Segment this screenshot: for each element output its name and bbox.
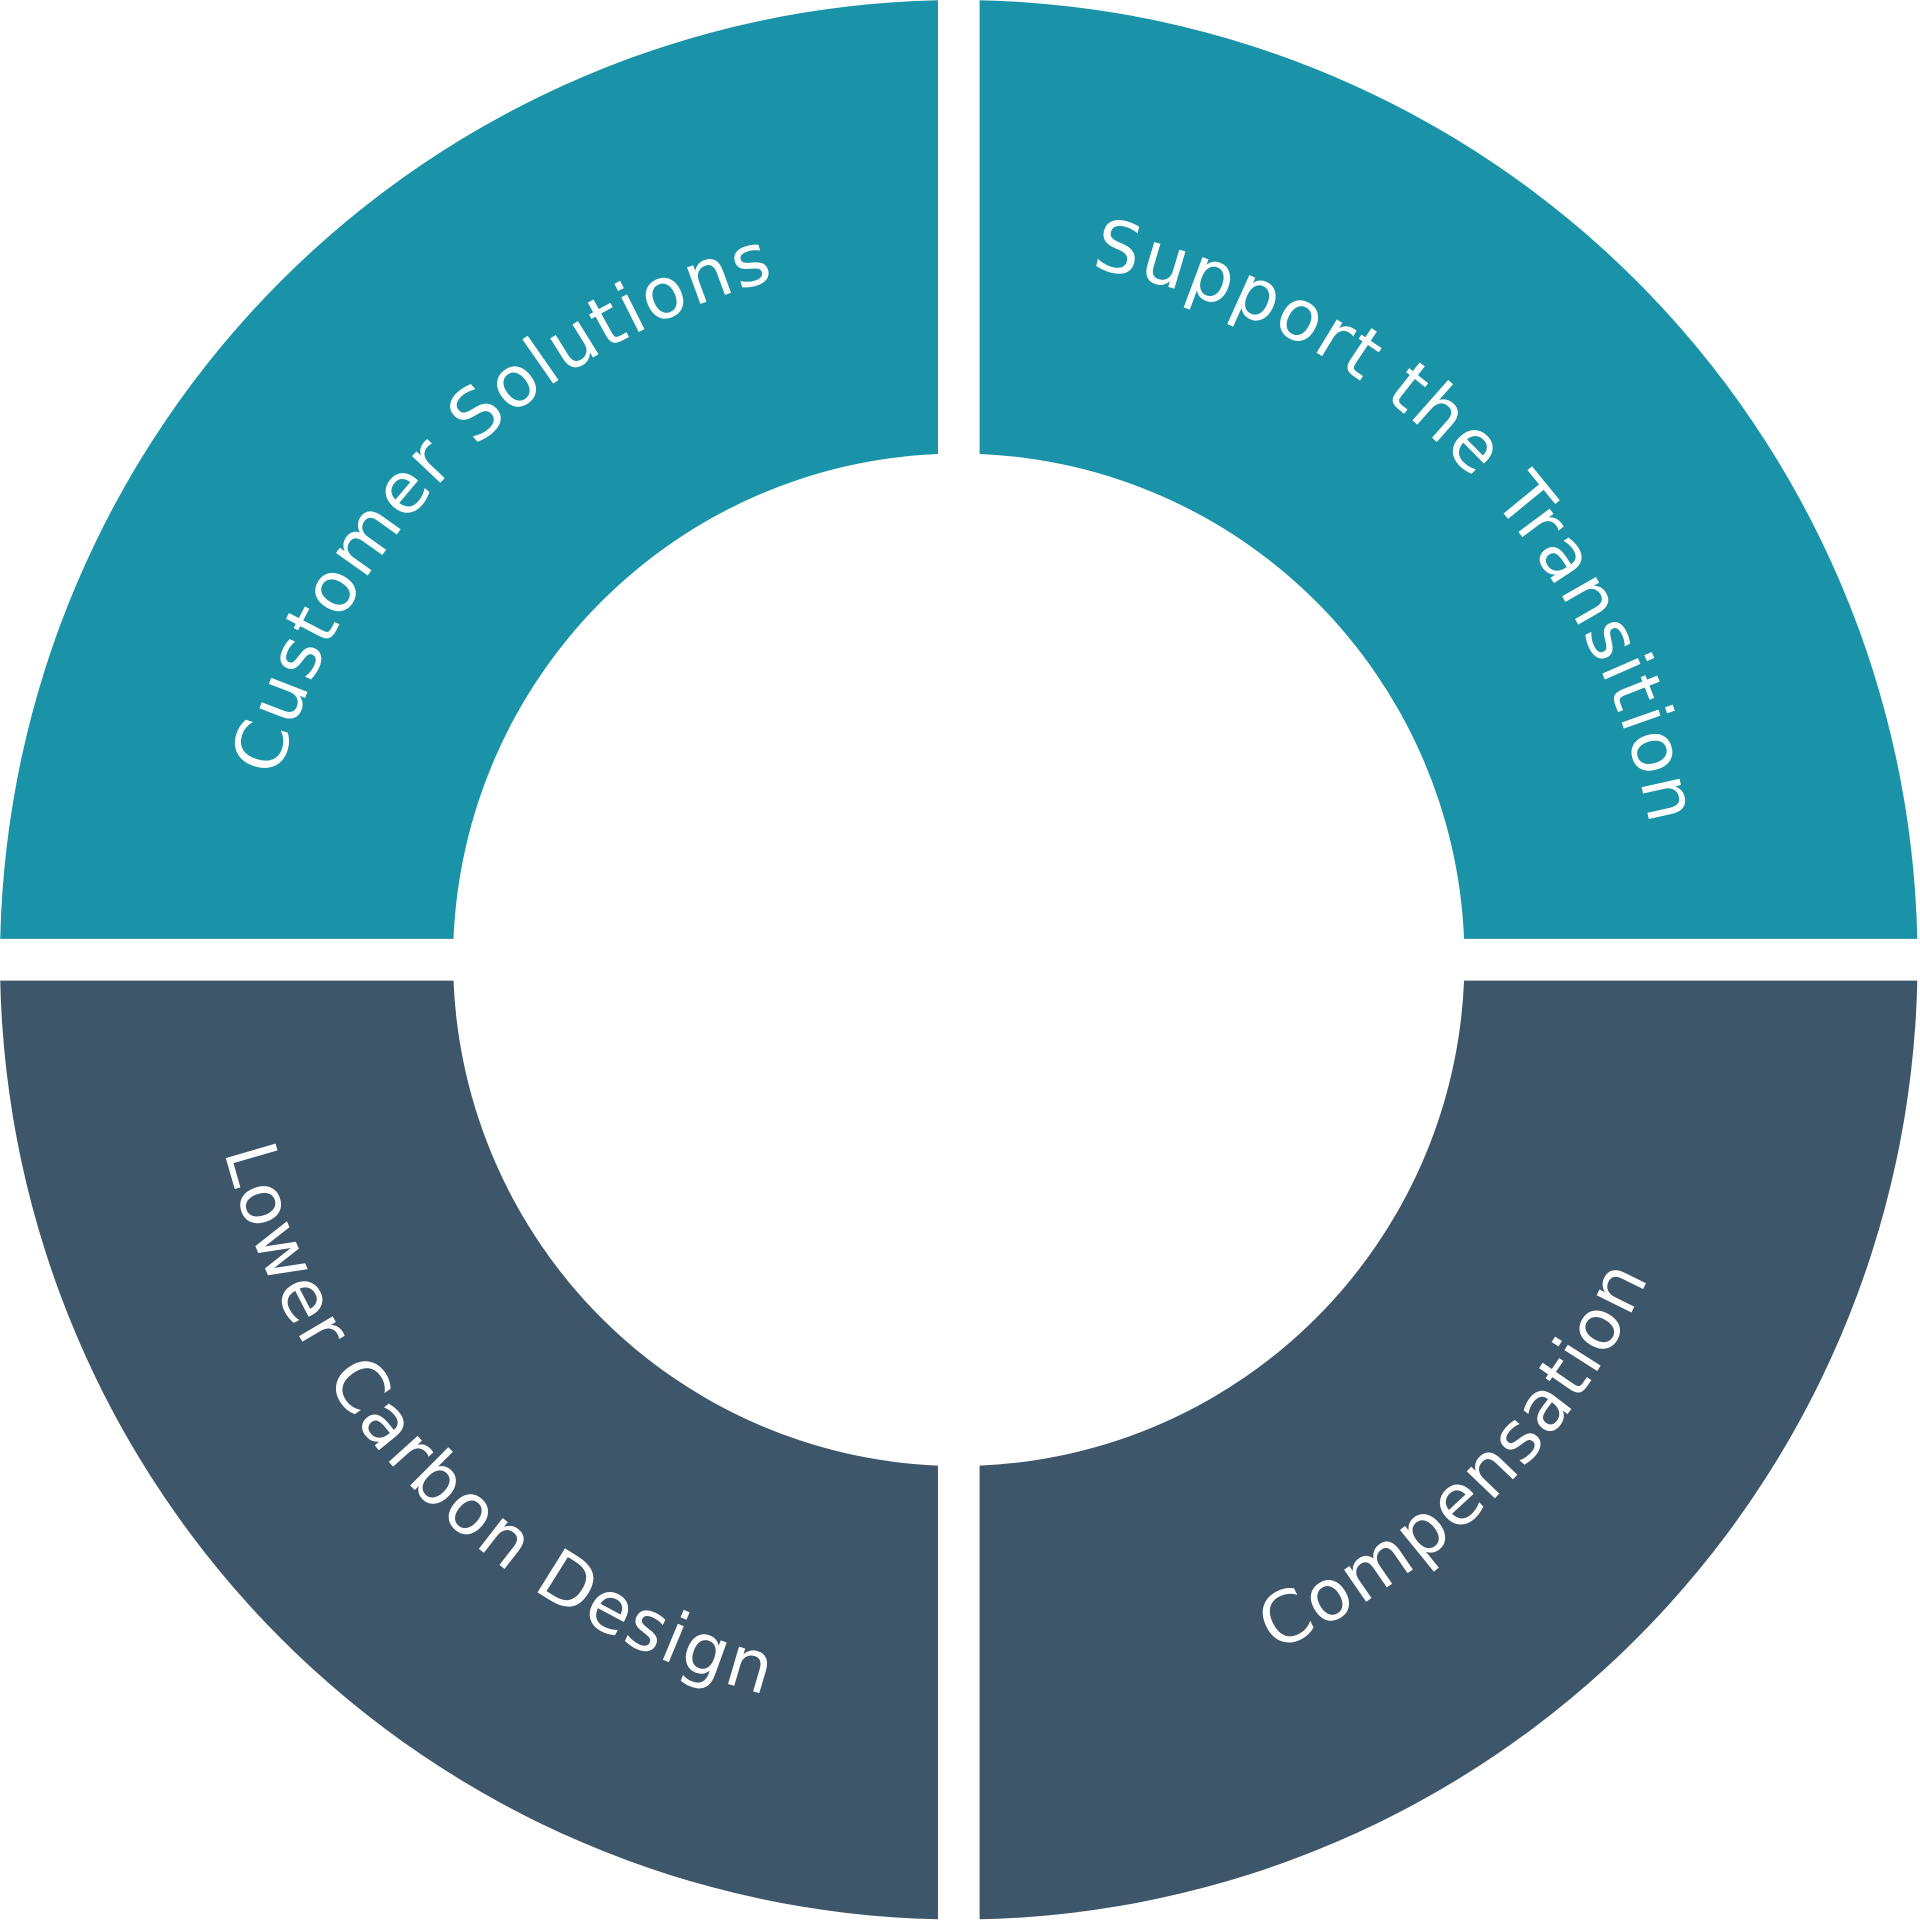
segment-compensation xyxy=(979,980,1918,1920)
segment-lower-carbon-design xyxy=(0,980,938,1920)
segment-customer-solutions xyxy=(0,0,938,939)
segment-support-the-transition xyxy=(979,0,1918,939)
